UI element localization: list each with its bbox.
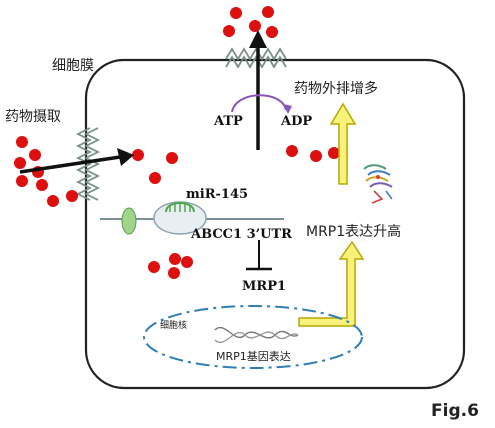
nucleus-outline xyxy=(143,305,363,369)
coil-strand xyxy=(225,47,287,61)
yellow-arrow-expression xyxy=(298,240,365,327)
cell-membrane-outline xyxy=(84,58,466,390)
coil-strand xyxy=(225,55,287,69)
coil-strand xyxy=(75,127,93,201)
cell-membrane-label: 细胞膜 xyxy=(52,58,94,74)
nucleus-label: 细胞核 xyxy=(160,319,187,331)
drug-efflux-label: 药物外排增多 xyxy=(294,80,378,97)
mir145-label: miR-145 xyxy=(186,187,248,202)
atp-label: ATP xyxy=(213,114,243,129)
mrp1-gene-expression-label: MRP1基因表达 xyxy=(216,349,291,363)
abcc1-utr-label: ABCC1 3’UTR xyxy=(190,227,292,242)
mrp1-protein-icon xyxy=(363,164,393,204)
figure-label: Fig.6 xyxy=(431,401,479,421)
drug-molecules-inside xyxy=(132,145,340,279)
drug-molecules-left xyxy=(14,136,78,207)
atp-adp-arrowhead xyxy=(283,104,292,114)
drug-molecules-top xyxy=(223,6,278,38)
left-transporter-icon xyxy=(75,127,101,201)
green-oval-icon xyxy=(121,207,137,235)
yellow-arrow-efflux xyxy=(329,102,357,185)
mrp1-label: MRP1 xyxy=(242,279,286,294)
inhibition-bar xyxy=(246,240,272,271)
mrp1-expression-up-label: MRP1表达升高 xyxy=(306,223,401,240)
adp-label: ADP xyxy=(280,114,312,129)
drug-uptake-label: 药物摄取 xyxy=(5,109,61,125)
dna-helix-icon xyxy=(214,327,299,343)
mirna-hairpin-icon xyxy=(165,202,195,213)
coil-strand xyxy=(83,127,101,201)
top-transporter-icon xyxy=(225,47,287,69)
uptake-arrow xyxy=(19,148,134,174)
efflux-arrow xyxy=(249,30,267,150)
